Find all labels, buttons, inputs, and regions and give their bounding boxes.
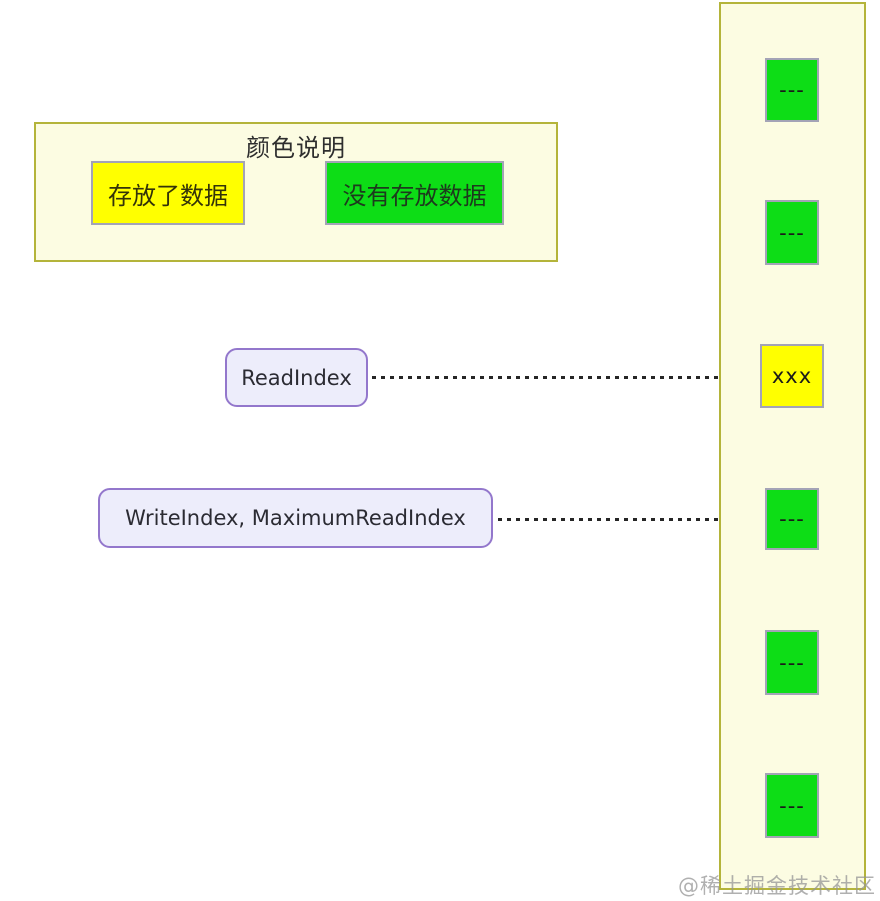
buffer-cell-5-text: --- (779, 793, 805, 818)
buffer-cell-0-text: --- (779, 78, 805, 102)
buffer-cell-4: --- (765, 630, 819, 695)
readindex-node: ReadIndex (225, 348, 368, 407)
buffer-cell-1: --- (765, 200, 819, 265)
legend-item-filled: 存放了数据 (91, 161, 245, 225)
readindex-label: ReadIndex (241, 365, 352, 390)
buffer-column: --- --- xxx --- --- --- (719, 2, 866, 890)
readindex-arrow (372, 369, 760, 386)
buffer-cell-2: xxx (760, 344, 824, 408)
writeindex-label: WriteIndex, MaximumReadIndex (125, 506, 466, 530)
buffer-cell-3-text: --- (779, 507, 805, 531)
buffer-cell-5: --- (765, 773, 819, 838)
buffer-cell-2-text: xxx (771, 364, 813, 388)
readindex-arrow-line (372, 376, 740, 379)
legend-item-empty-label: 没有存放数据 (342, 181, 487, 210)
legend-title: 颜色说明 (246, 134, 346, 162)
buffer-cell-1-text: --- (779, 220, 805, 245)
legend-item-empty: 没有存放数据 (325, 161, 504, 225)
legend-item-filled-label: 存放了数据 (108, 181, 228, 210)
writeindex-arrow-line (498, 518, 745, 521)
buffer-cell-0: --- (765, 58, 819, 122)
writeindex-node: WriteIndex, MaximumReadIndex (98, 488, 493, 548)
buffer-cell-4-text: --- (779, 650, 805, 675)
legend-panel: 颜色说明 存放了数据 没有存放数据 (34, 122, 558, 262)
buffer-cell-3: --- (765, 488, 819, 550)
watermark: @稀土掘金技术社区 (678, 874, 876, 898)
